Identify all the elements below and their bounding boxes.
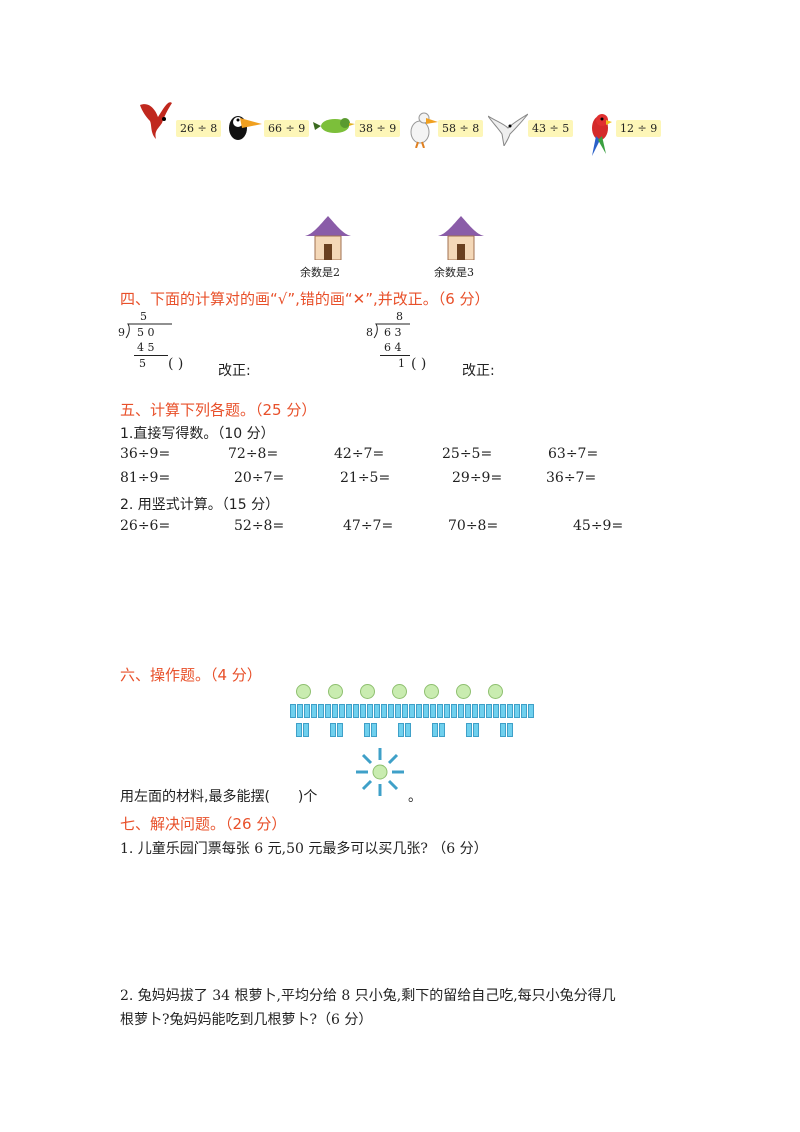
- expr: 70÷8=: [448, 518, 499, 534]
- circle-icon: [360, 684, 375, 699]
- circle-icon: [296, 684, 311, 699]
- circle-icon: [392, 684, 407, 699]
- gull-icon: [487, 110, 529, 150]
- remainder: 1: [398, 357, 405, 370]
- section4-title: 四、下面的计算对的画“√”,错的画“✕”,并改正。（6 分）: [120, 290, 490, 308]
- section7-title: 七、解决问题。（26 分）: [120, 815, 287, 833]
- expr: 21÷5=: [340, 470, 391, 486]
- sticks-row-1: [290, 703, 535, 722]
- expr: 26÷6=: [120, 518, 171, 534]
- remainder: 5: [139, 357, 146, 370]
- parrot-icon: [586, 110, 616, 160]
- pelican-icon: [406, 108, 438, 152]
- division-line: [380, 355, 410, 356]
- bird-problem-1: 26 ÷ 8: [176, 120, 222, 137]
- fix-label-2: 改正:: [462, 363, 495, 379]
- question-2-line-1: 2. 兔妈妈拔了 34 根萝卜,平均分给 8 只小兔,剩下的留给自己吃,每只小兔…: [120, 988, 616, 1004]
- expr: 81÷9=: [120, 470, 171, 486]
- long-division-2: 8 8 6 3 6 4 1: [362, 310, 452, 372]
- expr: 36÷7=: [546, 470, 597, 486]
- question-1: 1. 儿童乐园门票每张 6 元,50 元最多可以买几张? （6 分）: [120, 841, 488, 857]
- answer-paren-2[interactable]: ( ): [411, 356, 427, 372]
- bird-problem-5: 43 ÷ 5: [528, 120, 574, 137]
- question-part: 用左面的材料,最多能摆(: [120, 789, 270, 805]
- expr: 47÷7=: [343, 518, 394, 534]
- bird-problem-3: 38 ÷ 9: [355, 120, 401, 137]
- house-icon: [305, 216, 351, 264]
- circle-icon: [328, 684, 343, 699]
- question-part: )个: [297, 789, 318, 805]
- answer-paren-1[interactable]: ( ): [168, 356, 184, 372]
- expr: 63÷7=: [548, 446, 599, 462]
- house-icon: [438, 216, 484, 264]
- house-label-2: 余数是3: [434, 266, 474, 279]
- bird-problem-4: 58 ÷ 8: [438, 120, 484, 137]
- expr: 42÷7=: [334, 446, 385, 462]
- section6-question: 用左面的材料,最多能摆( )个: [120, 786, 317, 806]
- toucan-icon: [226, 108, 264, 146]
- section5-title: 五、计算下列各题。（25 分）: [120, 401, 317, 419]
- expr: 45÷9=: [573, 518, 624, 534]
- expr: 52÷8=: [234, 518, 285, 534]
- red-bird-icon: [138, 97, 176, 145]
- division-line: [134, 355, 168, 356]
- expr: 25÷5=: [442, 446, 493, 462]
- divisor: 9: [118, 326, 125, 339]
- dividend: 6 3: [384, 326, 402, 339]
- circle-icon: [424, 684, 439, 699]
- quotient: 5: [140, 310, 147, 323]
- divisor: 8: [366, 326, 373, 339]
- circle-icon: [456, 684, 471, 699]
- section6-title: 六、操作题。（4 分）: [120, 666, 262, 684]
- expr: 36÷9=: [120, 446, 171, 462]
- fix-label-1: 改正:: [218, 363, 251, 379]
- sun-shape-icon: [352, 744, 408, 804]
- question-end: 。: [408, 789, 422, 805]
- sticks-row-2: [296, 722, 514, 741]
- bird-problem-6: 12 ÷ 9: [616, 120, 662, 137]
- house-label-1: 余数是2: [300, 266, 340, 279]
- part2-title: 2. 用竖式计算。（15 分）: [120, 497, 280, 513]
- green-bird-icon: [313, 114, 355, 142]
- product: 6 4: [384, 341, 402, 354]
- expr: 20÷7=: [234, 470, 285, 486]
- materials: [290, 684, 534, 737]
- part1-title: 1.直接写得数。（10 分）: [120, 426, 275, 442]
- quotient: 8: [396, 310, 403, 323]
- expr: 72÷8=: [228, 446, 279, 462]
- circle-icon: [488, 684, 503, 699]
- question-2-line-2: 根萝卜?兔妈妈能吃到几根萝卜?（6 分）: [120, 1012, 373, 1028]
- dividend: 5 0: [137, 326, 155, 339]
- product: 4 5: [137, 341, 155, 354]
- expr: 29÷9=: [452, 470, 503, 486]
- bird-problem-2: 66 ÷ 9: [264, 120, 310, 137]
- long-division-1: 5 9 5 0 4 5 5: [118, 310, 208, 372]
